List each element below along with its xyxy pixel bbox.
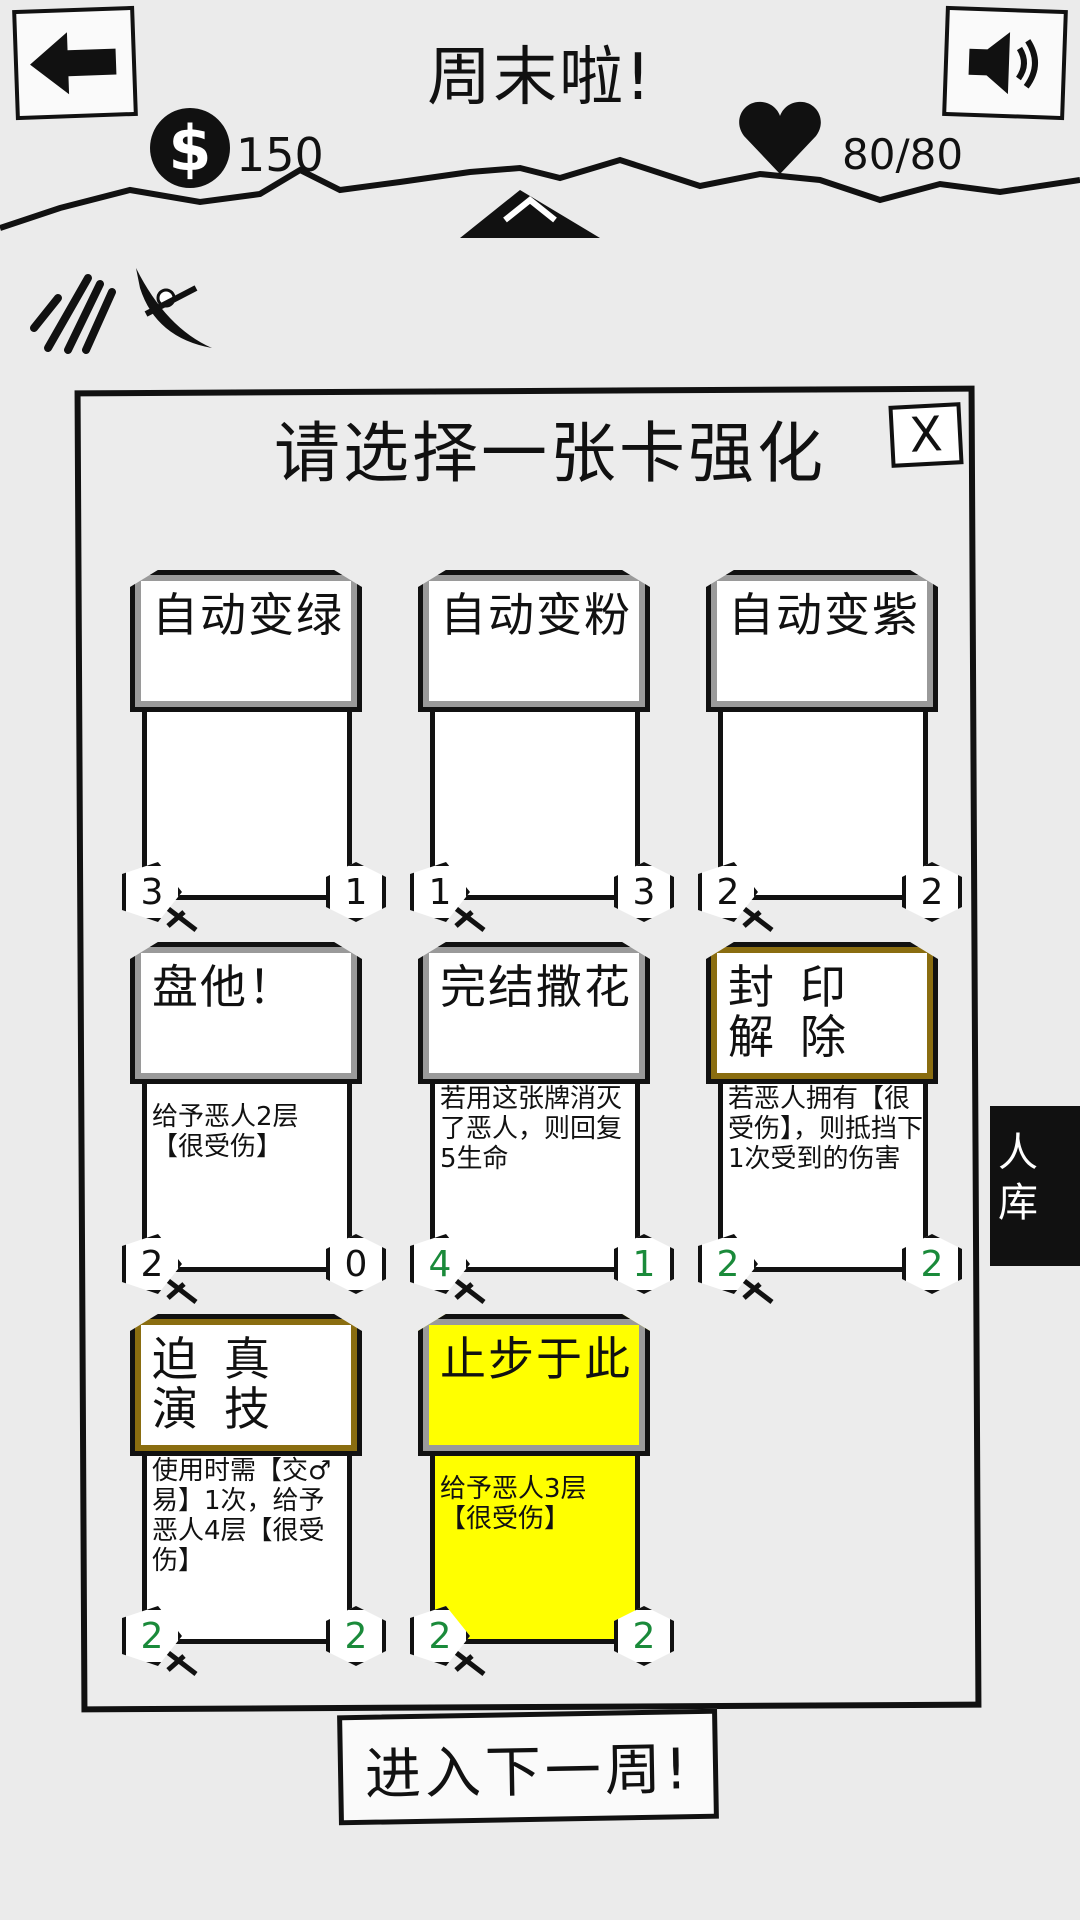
- card-body: [142, 700, 352, 900]
- card-body: [430, 1072, 640, 1272]
- card-description: 给予恶人3层【很受伤】: [440, 1474, 587, 1534]
- card-power-badge: 2: [326, 1606, 386, 1666]
- card-power-badge: 0: [326, 1234, 386, 1294]
- card-cost-badge: 2: [122, 1606, 182, 1666]
- card-body: [718, 700, 928, 900]
- card-header: [130, 570, 362, 712]
- card-title: 封印解除: [728, 960, 872, 1064]
- card-power-badge: 1: [614, 1234, 674, 1294]
- arrow-left-icon: [30, 32, 117, 95]
- card-title: 完结撒花: [440, 960, 632, 1014]
- next-week-button[interactable]: 进入下一周!: [337, 1708, 719, 1826]
- card-power-badge: 2: [902, 862, 962, 922]
- card-body: [430, 700, 640, 900]
- sound-button[interactable]: [942, 5, 1068, 121]
- heart-icon: [739, 101, 821, 174]
- crescent-blade-icon[interactable]: [126, 258, 218, 354]
- coin-icon: $: [150, 108, 230, 188]
- header-divider: [0, 156, 1080, 238]
- card-header: [130, 1314, 362, 1456]
- card-header: [706, 570, 938, 712]
- card-title: 盘他！: [152, 960, 296, 1014]
- card-description: 使用时需【交♂易】1次，给予恶人4层【很受伤】: [152, 1456, 332, 1576]
- card-description: 若用这张牌消灭了恶人，则回复5生命: [440, 1084, 623, 1174]
- card-header: [130, 942, 362, 1084]
- card-body: [430, 1444, 640, 1644]
- card-header: [418, 570, 650, 712]
- card-title: 迫真演技: [152, 1332, 296, 1436]
- side-tab-card-library[interactable]: 人 库: [990, 1106, 1080, 1266]
- panel-title: 请选择一张卡强化: [274, 415, 826, 492]
- page-title: 周末啦!: [427, 41, 653, 115]
- card-description: 若恶人拥有【很受伤】，则抵挡下1次受到的伤害: [728, 1084, 924, 1174]
- card-body: [142, 1444, 352, 1644]
- close-button[interactable]: X: [888, 402, 964, 468]
- card-power-badge: 2: [614, 1606, 674, 1666]
- card[interactable]: 迫真演技使用时需【交♂易】1次，给予恶人4层【很受伤】 2 2: [122, 1314, 386, 1676]
- card-title: 止步于此: [440, 1332, 632, 1386]
- bundle-sticks-icon[interactable]: [28, 258, 120, 354]
- hp-value: 80/80: [842, 130, 964, 179]
- card-header: [706, 942, 938, 1084]
- card-title: 自动变紫: [728, 588, 920, 642]
- card-description: 给予恶人2层【很受伤】: [152, 1102, 299, 1162]
- card-header: [418, 942, 650, 1084]
- back-button[interactable]: [12, 5, 138, 121]
- card-power-badge: 2: [902, 1234, 962, 1294]
- side-tab-label: 人 库: [998, 1130, 1038, 1226]
- card-title: 自动变粉: [440, 588, 632, 642]
- card-header: [418, 1314, 650, 1456]
- card-power-badge: 3: [614, 862, 674, 922]
- card-title: 自动变绿: [152, 588, 344, 642]
- speaker-icon: [968, 32, 1038, 95]
- card-power-badge: 1: [326, 862, 386, 922]
